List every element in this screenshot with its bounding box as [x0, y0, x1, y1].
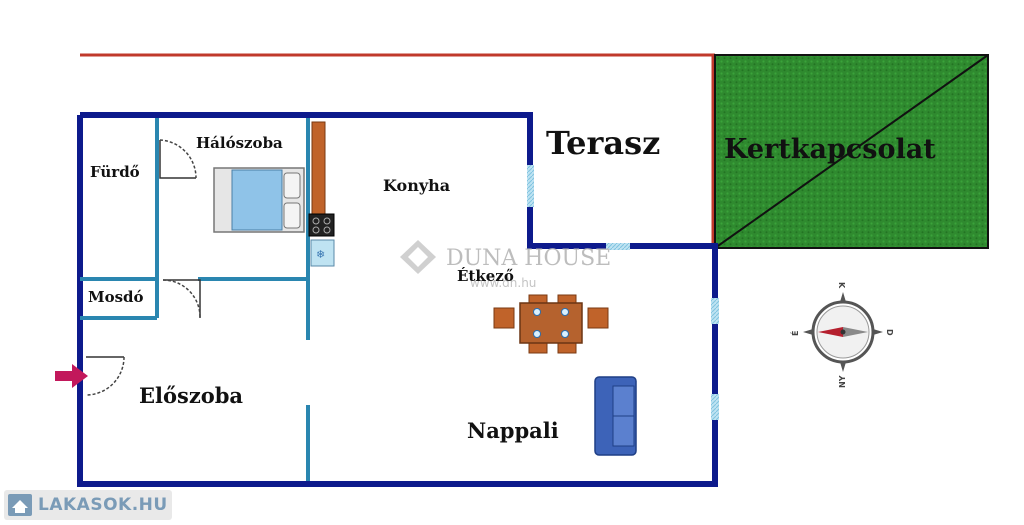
room-label-living: Nappali	[467, 418, 559, 443]
watermark-url: www.dh.hu	[470, 276, 536, 290]
compass-south-letter: NY	[838, 375, 847, 388]
garden-area	[714, 54, 989, 249]
dining-table-icon	[493, 294, 609, 354]
windows	[527, 165, 719, 420]
room-label-dining: Étkező	[457, 267, 514, 285]
badge-text: LAKASOK.HU	[38, 495, 168, 515]
room-label-hall: Előszoba	[139, 383, 243, 408]
room-label-kitchen: Konyha	[383, 176, 450, 195]
house-logo-icon	[8, 494, 32, 516]
compass-north-letter: K	[837, 282, 846, 289]
compass-west-letter: É	[789, 331, 800, 336]
inner-walls	[80, 118, 310, 481]
compass-icon: K D NY É	[789, 282, 894, 388]
room-label-garden: Kertkapcsolat	[724, 134, 936, 165]
room-label-terrace: Terasz	[546, 124, 660, 162]
room-label-washroom: Mosdó	[88, 288, 144, 306]
property-boundary	[80, 53, 715, 248]
kitchen-counter: ❄	[308, 121, 335, 267]
sofa-icon	[594, 376, 637, 456]
room-label-bathroom: Fürdő	[90, 163, 140, 181]
room-label-bedroom: Hálószoba	[196, 134, 283, 152]
duna-house-watermark: DUNA HOUSE www.dh.hu	[400, 240, 611, 290]
svg-text:❄: ❄	[316, 248, 325, 261]
doors	[85, 139, 201, 396]
bed-icon	[213, 167, 305, 233]
entrance-arrow-icon	[55, 364, 88, 388]
lakasok-badge: LAKASOK.HU	[4, 490, 172, 520]
outer-walls	[77, 112, 718, 487]
compass-east-letter: D	[885, 329, 894, 336]
watermark-brand: DUNA HOUSE	[446, 246, 611, 271]
